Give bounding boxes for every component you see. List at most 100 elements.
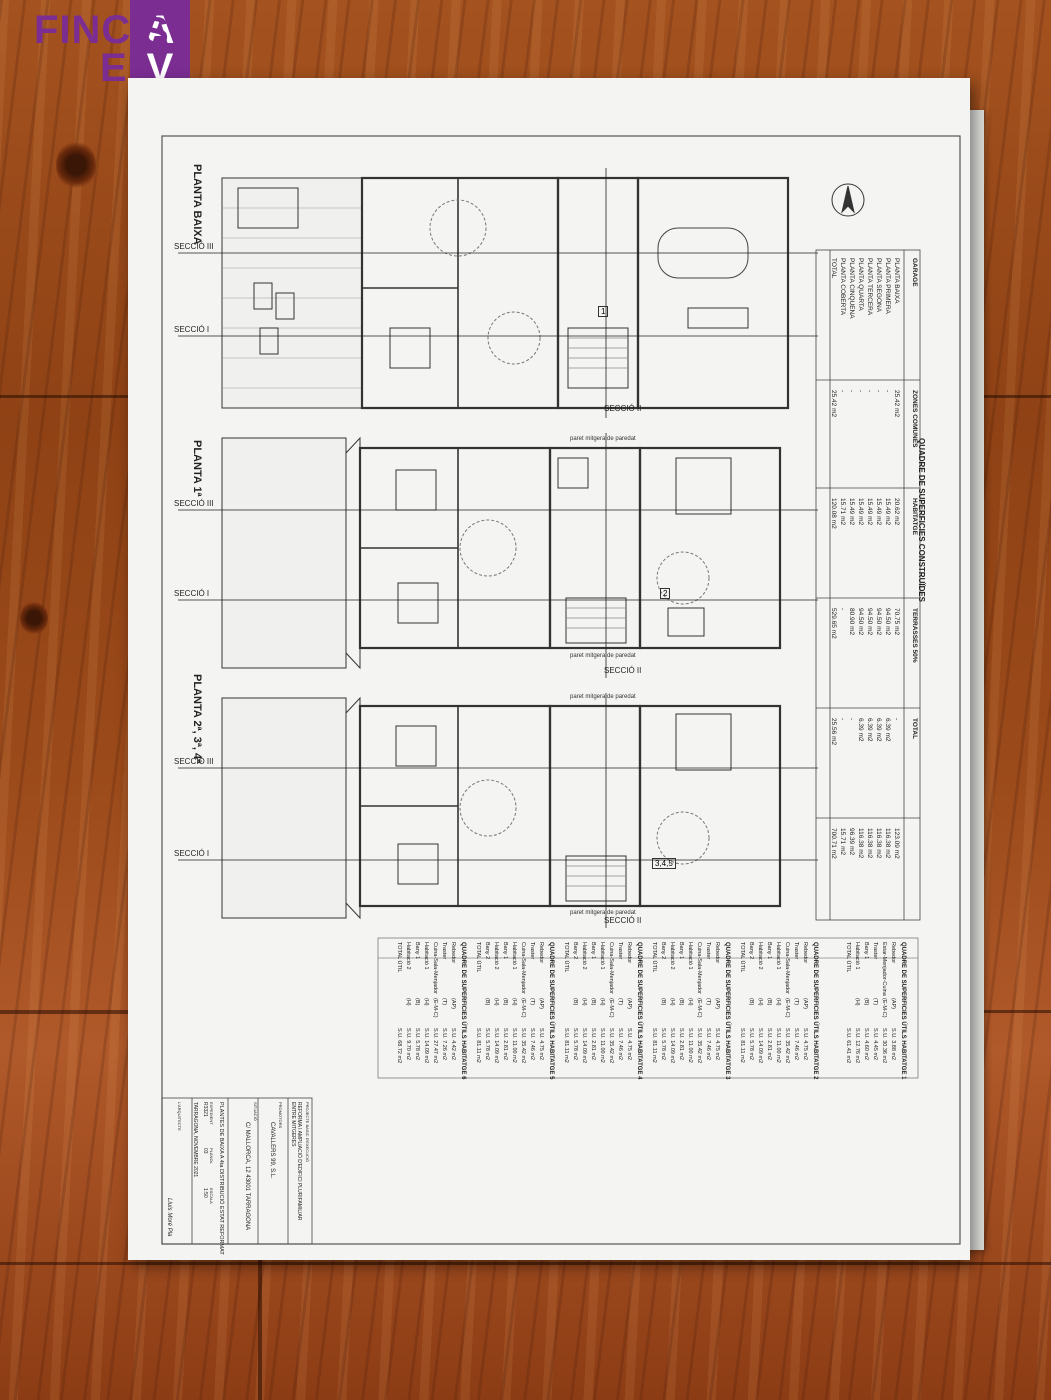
floor-plan-ground (221, 176, 790, 410)
sheet-number: 03 (202, 1148, 208, 1154)
useful-row-area: S.U. 14.09 m2 (581, 1028, 587, 1064)
drawing-name: PLANTES DE BAIXA A 4ta DISTRIBUCIÓ ESTAT… (218, 1102, 224, 1255)
surfaces-cell: 123.09 m2 (893, 828, 900, 859)
useful-row-area: S.U. 14.09 m2 (493, 1028, 499, 1064)
logo-line1: FINC (34, 10, 131, 50)
useful-row-area: S.U. 7.46 m2 (705, 1028, 711, 1061)
surfaces-cell: 116.38 m2 (884, 828, 891, 859)
useful-table-title: QUADRE DE SUPERFICIES ÚTILS HABITATGE 1 (900, 942, 906, 1080)
useful-row-area: S.U. 35.42 m2 (608, 1028, 614, 1064)
useful-row-room: Bany 1 (766, 942, 772, 960)
surfaces-cell: 25.42 m2 (893, 390, 900, 418)
useful-table-title: QUADRE DE SUPERFICIES ÚTILS HABITATGE 3 (724, 942, 730, 1080)
surfaces-cell: - (866, 390, 873, 393)
surfaces-row-name: TOTAL (830, 258, 837, 279)
useful-total-label: TOTAL ÚTIL (475, 942, 481, 973)
useful-row-code: (B) (678, 998, 684, 1006)
unit-tag: 2 (660, 588, 671, 599)
plan-sheet: PLANTA BAIXA PLANTA 1ª PLANTA 2ª, 3ª, 4ª… (128, 78, 970, 1260)
useful-row-room: Rebedor (626, 942, 632, 964)
useful-row-code: (H) (405, 998, 411, 1006)
useful-row-room: Traster (793, 942, 799, 960)
useful-row-code: (H) (775, 998, 781, 1006)
useful-row-room: Habitació 1 (775, 942, 781, 970)
section-label-2: SECCIÓ II (604, 666, 642, 675)
surfaces-row-name: PLANTA TERCERA (866, 258, 873, 316)
useful-row-room: Cuina-Sala-Menjador (520, 942, 526, 994)
useful-row-area: S.U. 2.81 m2 (766, 1028, 772, 1061)
surfaces-cell: - (839, 390, 846, 393)
surfaces-cell: 25.56 m2 (830, 718, 837, 746)
useful-row-room: Bany 1 (590, 942, 596, 960)
useful-total-label: TOTAL ÚTIL (563, 942, 569, 973)
useful-row-area: S.U. 4.60 m2 (863, 1028, 869, 1061)
file-number-label: EXPEDIENT (209, 1102, 214, 1125)
surfaces-cell: 116.38 m2 (857, 828, 864, 859)
plank-seam (0, 1262, 1051, 1265)
useful-row-code: (B) (572, 998, 578, 1006)
useful-row-code: (B) (502, 998, 508, 1006)
useful-row-room: Habitació 2 (581, 942, 587, 970)
useful-table-title: QUADRE DE SUPERFICIES ÚTILS HABITATGE 2 (812, 942, 818, 1080)
useful-row-room: Habitació 1 (687, 942, 693, 970)
section-label-1: SECCIÓ I (174, 325, 210, 334)
scale-value: 1:50 (202, 1188, 208, 1198)
useful-row-area: S.U. 5.78 m2 (748, 1028, 754, 1061)
useful-row-area: S.U. 4.75 m2 (802, 1028, 808, 1061)
useful-row-code: (AP) (802, 998, 808, 1009)
section-label-3: SECCIÓ III (174, 242, 214, 251)
useful-row-area: S.U. 12.76 m2 (854, 1028, 860, 1064)
useful-row-room: Habitació 2 (405, 942, 411, 970)
useful-row-room: Bany 1 (414, 942, 420, 960)
useful-row-room: Habitació 1 (511, 942, 517, 970)
useful-row-room: Estar-Menjador-Cuina (881, 942, 887, 996)
useful-row-room: Rebedor (890, 942, 896, 964)
useful-row-area: S.U. 11.00 m2 (511, 1028, 517, 1063)
party-wall-label: paret mitgera de paredat (570, 653, 636, 659)
useful-row-area: S.U. 4.75 m2 (538, 1028, 544, 1061)
useful-row-area: S.U. 5.78 m2 (484, 1028, 490, 1061)
useful-row-code: (AP) (538, 998, 544, 1009)
surfaces-cell: 6.39 m2 (884, 718, 891, 742)
surfaces-cell: - (848, 390, 855, 393)
useful-table-title: QUADRE DE SUPERFICIES ÚTILS HABITATGE 4 (636, 942, 642, 1080)
surfaces-row-name: PLANTA CINQUENA (848, 258, 855, 319)
useful-row-area: S.U. 5.78 m2 (572, 1028, 578, 1061)
wood-knot (20, 600, 48, 636)
useful-row-code: (E-M-C) (520, 998, 526, 1018)
useful-row-code: (B) (414, 998, 420, 1006)
surfaces-cell: 700.71 m2 (830, 828, 837, 859)
plank-seam (0, 1010, 128, 1014)
floor-title-ground: PLANTA BAIXA (191, 164, 203, 245)
wood-knot (56, 140, 96, 190)
surfaces-cell: - (848, 718, 855, 721)
useful-row-code: (H) (581, 998, 587, 1006)
title-block-frame (161, 1097, 313, 1245)
useful-row-area: S.U. 7.26 m2 (441, 1028, 447, 1061)
section-label-2: SECCIÓ II (604, 916, 642, 925)
plank-seam (970, 395, 1051, 398)
surfaces-cell: 15.71 m2 (839, 498, 846, 526)
logo-letter: E (100, 46, 128, 90)
useful-row-code: (T) (872, 998, 878, 1006)
useful-row-code: (AP) (450, 998, 456, 1009)
surfaces-row-name: PLANTA PRIMERA (884, 258, 891, 314)
surfaces-table-frame (815, 249, 921, 921)
useful-row-room: Rebedor (802, 942, 808, 964)
useful-row-code: (B) (660, 998, 666, 1006)
surfaces-cell: 94.50 m2 (875, 608, 882, 636)
plan-drawing (161, 135, 961, 1245)
useful-row-code: (T) (529, 998, 535, 1006)
useful-row-room: Habitació 2 (669, 942, 675, 970)
section-label-3: SECCIÓ III (174, 757, 214, 766)
surfaces-cell: 6.39 m2 (866, 718, 873, 742)
useful-row-room: Bany 1 (678, 942, 684, 960)
useful-row-room: Traster (705, 942, 711, 960)
useful-row-area: S.U. 35.42 m2 (520, 1028, 526, 1064)
useful-row-area: S.U. 7.46 m2 (793, 1028, 799, 1061)
surfaces-cell: 94.50 m2 (866, 608, 873, 636)
useful-row-area: S.U. 35.42 m2 (696, 1028, 702, 1064)
useful-row-area: S.U. 14.09 m2 (423, 1028, 429, 1064)
sheet-label: PLÀNOL (209, 1148, 214, 1164)
floor-plan-first (221, 436, 782, 670)
